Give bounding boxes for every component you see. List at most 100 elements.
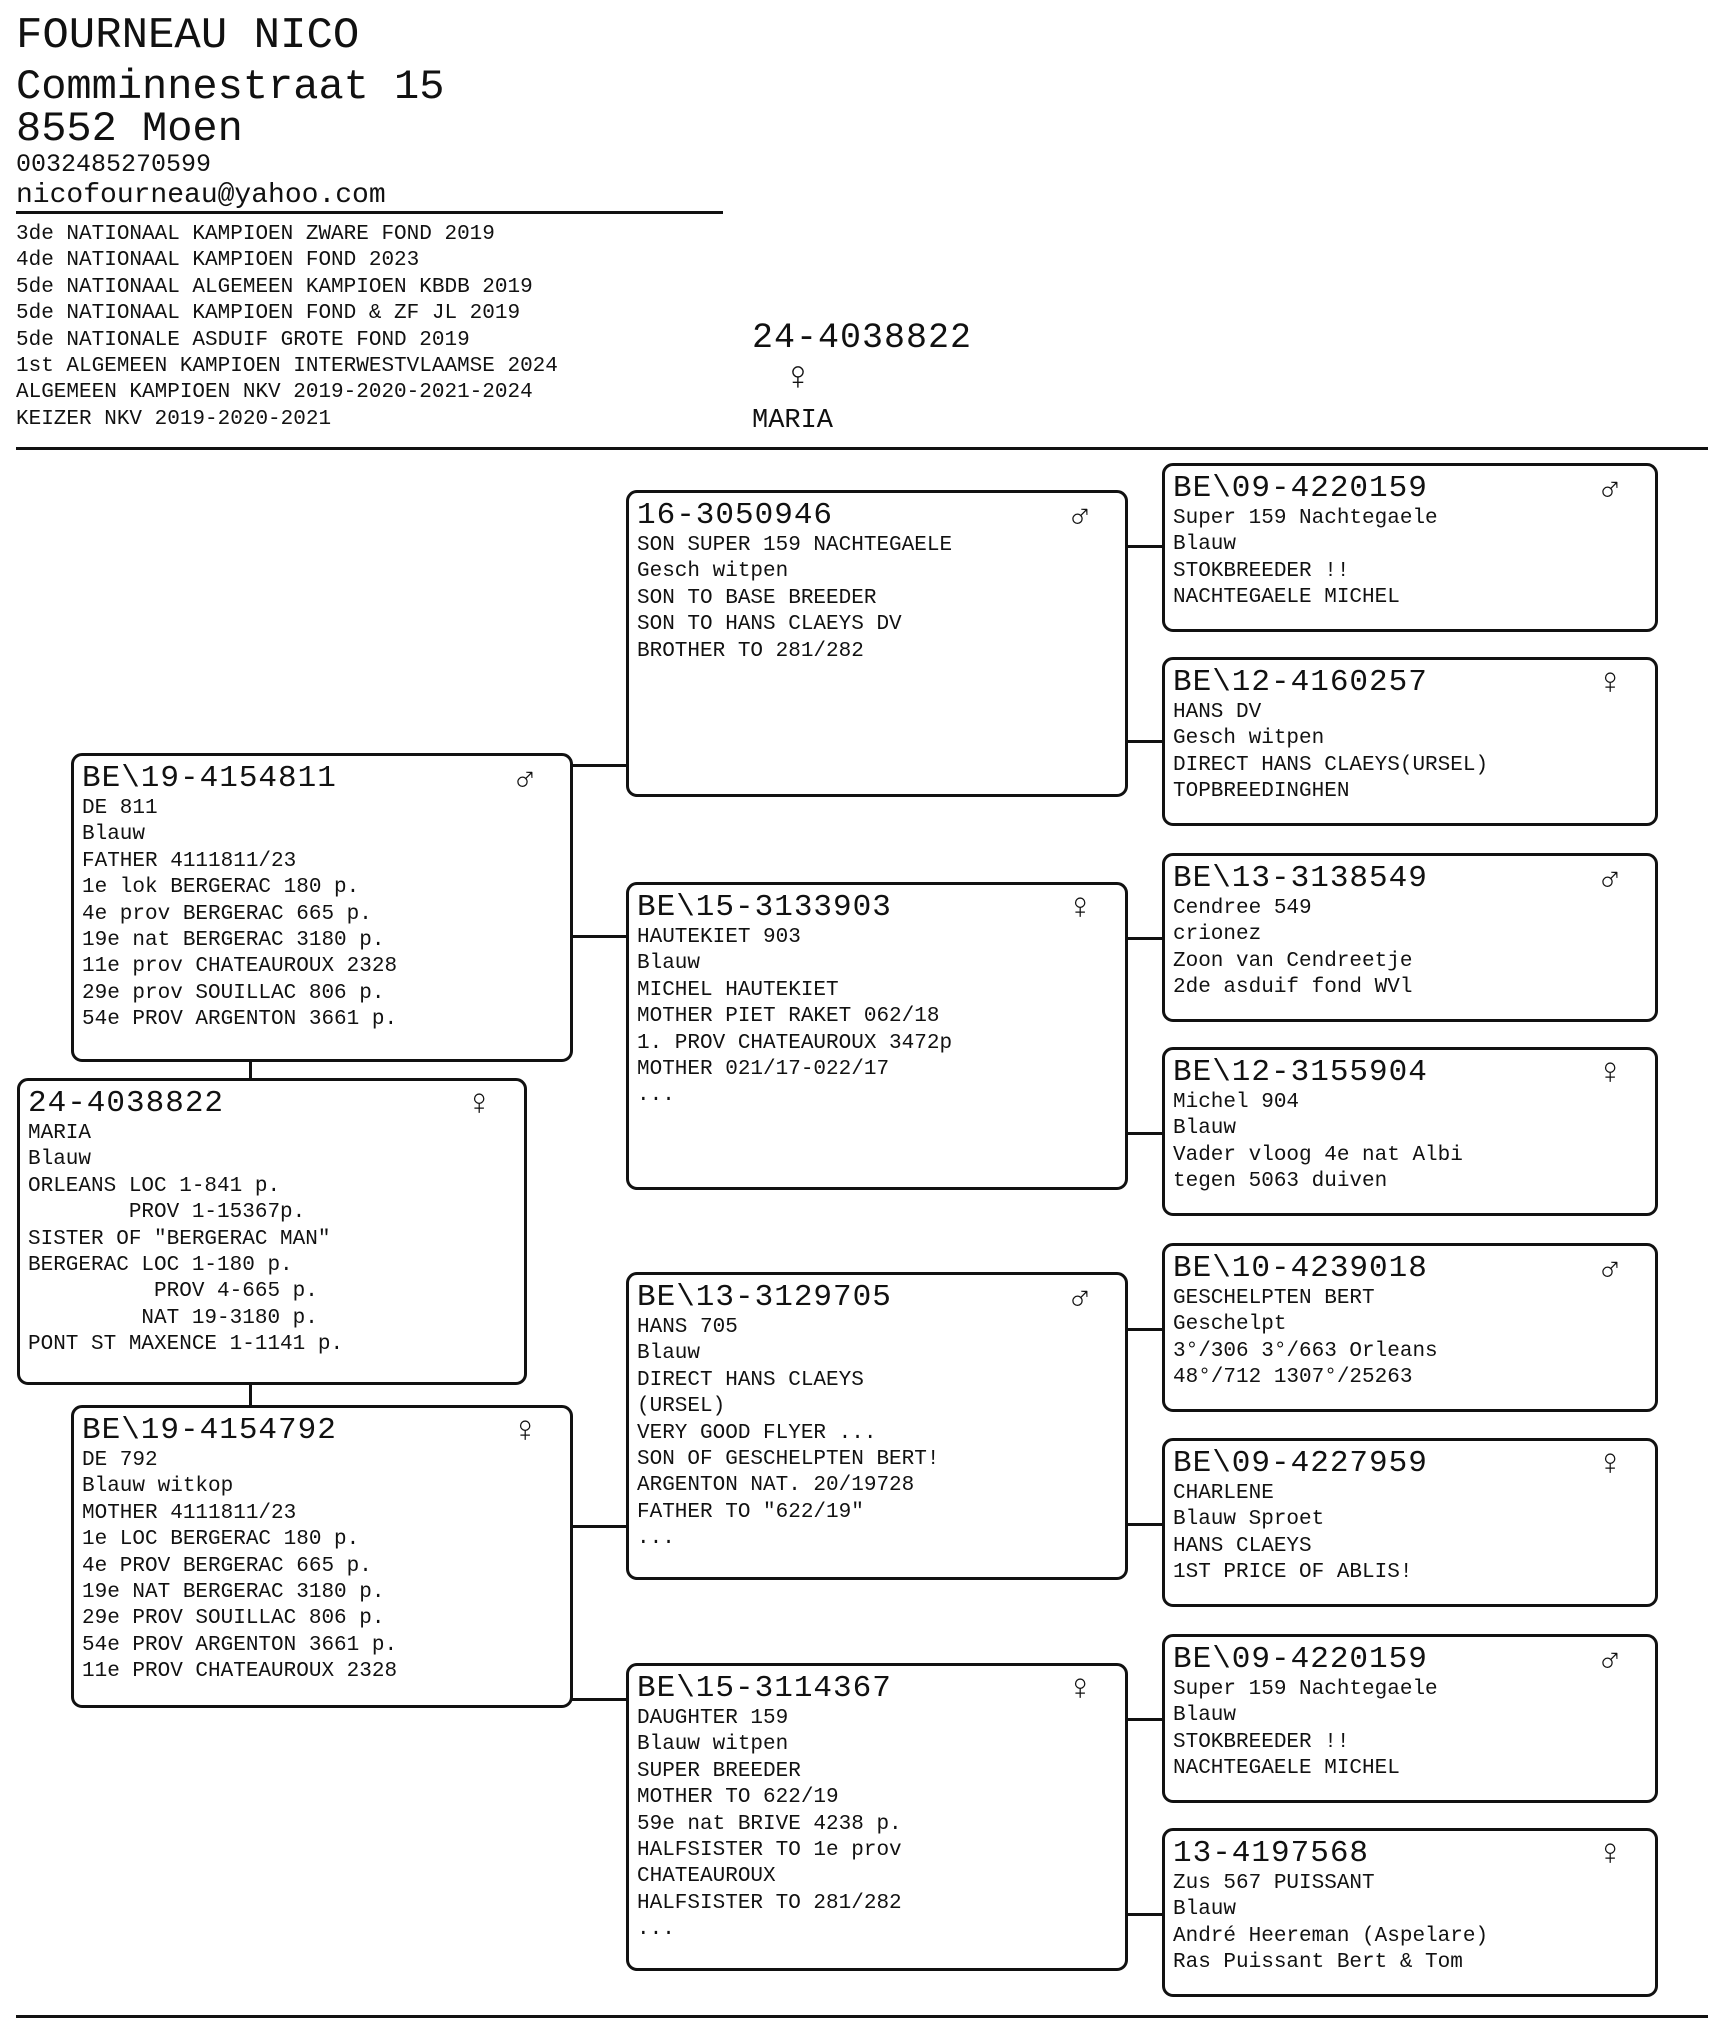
card-line: TOPBREEDINGHEN: [1173, 780, 1350, 804]
card-line: tegen 5063 duiven: [1173, 1170, 1388, 1194]
pedigree-card-subject[interactable]: 24-4038822 ♀ MARIA Blauw ORLEANS LOC 1-8…: [17, 1078, 527, 1385]
pedigree-card-great-grandparent[interactable]: 13-4197568 ♀ Zus 567 PUISSANT Blauw Andr…: [1162, 1828, 1658, 1997]
card-line: 1. PROV CHATEAUROUX 3472p: [637, 1031, 953, 1055]
card-line: Ras Puissant Bert & Tom: [1173, 1951, 1463, 1975]
card-line: Blauw: [28, 1148, 92, 1172]
card-line: FATHER TO "622/19": [637, 1500, 864, 1524]
male-symbol-icon: ♂: [514, 759, 536, 800]
connector-line: [1126, 740, 1164, 743]
card-line: Blauw: [1173, 1898, 1237, 1922]
pedigree-card-sire-dam[interactable]: BE\15-3133903 ♀ HAUTEKIET 903 Blauw MICH…: [626, 882, 1128, 1190]
pedigree-card-great-grandparent[interactable]: BE\09-4220159 ♂ Super 159 Nachtegaele Bl…: [1162, 1634, 1658, 1803]
connector-line: [570, 1525, 626, 1528]
ring-number: BE\12-3155904: [1173, 1055, 1428, 1090]
card-line: CHARLENE: [1173, 1482, 1274, 1505]
card-line: GESCHELPTEN BERT: [1173, 1287, 1375, 1310]
card-line: Zoon van Cendreetje: [1173, 949, 1413, 973]
card-line: DE 792: [82, 1449, 158, 1472]
connector-line: [1126, 545, 1164, 548]
card-line: DIRECT HANS CLAEYS: [637, 1368, 864, 1392]
ring-number: BE\13-3129705: [637, 1280, 892, 1315]
connector-line: [570, 1698, 626, 1701]
card-line: PONT ST MAXENCE 1-1141 p.: [28, 1333, 344, 1357]
ring-number: 16-3050946: [637, 498, 834, 533]
pedigree-card-great-grandparent[interactable]: BE\10-4239018 ♂ GESCHELPTEN BERT Geschel…: [1162, 1243, 1658, 1412]
card-line: NAT 19-3180 p.: [28, 1306, 318, 1330]
card-line: DE 811: [82, 797, 158, 820]
connector-line: [1126, 1132, 1164, 1135]
owner-street: Comminnestraat 15: [16, 63, 445, 111]
card-line: HANS CLAEYS: [1173, 1534, 1312, 1558]
card-line: 54e PROV ARGENTON 3661 p.: [82, 1008, 398, 1032]
female-symbol-icon: ♀: [1599, 663, 1621, 704]
male-symbol-icon: ♂: [1599, 469, 1621, 510]
card-line: 4e PROV BERGERAC 665 p.: [82, 1554, 372, 1578]
owner-email: nicofourneau@yahoo.com: [16, 180, 386, 211]
card-line: 1ST PRICE OF ABLIS!: [1173, 1561, 1413, 1585]
pedigree-card-dam[interactable]: BE\19-4154792 ♀ DE 792 Blauw witkop MOTH…: [71, 1405, 573, 1708]
card-line: MOTHER PIET RAKET 062/18: [637, 1005, 940, 1029]
card-line: Super 159 Nachtegaele: [1173, 1678, 1438, 1701]
card-line: STOKBREEDER !!: [1173, 1730, 1350, 1754]
card-line: Geschelpt: [1173, 1313, 1287, 1337]
card-line: MOTHER 021/17-022/17: [637, 1058, 890, 1082]
achievement: 3de NATIONAAL KAMPIOEN ZWARE FOND 2019: [16, 223, 495, 246]
card-line: 11e prov CHATEAUROUX 2328: [82, 955, 398, 979]
achievements-list: 3de NATIONAAL KAMPIOEN ZWARE FOND 2019 4…: [16, 222, 558, 433]
pedigree-card-great-grandparent[interactable]: BE\13-3138549 ♂ Cendree 549 crionez Zoon…: [1162, 853, 1658, 1022]
card-line: DAUGHTER 159: [637, 1707, 789, 1730]
ring-number: BE\19-4154811: [82, 761, 337, 796]
card-line: Blauw: [637, 1342, 701, 1366]
card-line: Blauw witpen: [637, 1733, 789, 1757]
card-line: SUPER BREEDER: [637, 1759, 801, 1783]
male-symbol-icon: ♂: [1599, 859, 1621, 900]
achievement: ALGEMEEN KAMPIOEN NKV 2019-2020-2021-202…: [16, 381, 533, 405]
owner-phone: 0032485270599: [16, 150, 212, 179]
card-line: 29e PROV SOUILLAC 806 p.: [82, 1607, 385, 1631]
card-line: SON TO BASE BREEDER: [637, 586, 877, 610]
male-symbol-icon: ♂: [1069, 496, 1091, 537]
card-line: MARIA: [28, 1122, 92, 1145]
card-line: PROV 1-15367p.: [28, 1201, 306, 1225]
pedigree-card-dam-dam[interactable]: BE\15-3114367 ♀ DAUGHTER 159 Blauw witpe…: [626, 1663, 1128, 1971]
card-line: NACHTEGAELE MICHEL: [1173, 586, 1400, 610]
card-line: SON TO HANS CLAEYS DV: [637, 613, 902, 637]
card-line: 11e PROV CHATEAUROUX 2328: [82, 1660, 398, 1684]
card-line: CHATEAUROUX: [637, 1865, 776, 1889]
male-symbol-icon: ♂: [1069, 1278, 1091, 1319]
connector-line: [1126, 937, 1164, 940]
card-line: Zus 567 PUISSANT: [1173, 1872, 1375, 1895]
pedigree-card-dam-sire[interactable]: BE\13-3129705 ♂ HANS 705 Blauw DIRECT HA…: [626, 1272, 1128, 1580]
card-line: Blauw: [1173, 1704, 1237, 1728]
pedigree-card-great-grandparent[interactable]: BE\12-3155904 ♀ Michel 904 Blauw Vader v…: [1162, 1047, 1658, 1216]
card-line: BROTHER TO 281/282: [637, 639, 864, 663]
card-line: 1e LOC BERGERAC 180 p.: [82, 1528, 360, 1552]
pedigree-card-great-grandparent[interactable]: BE\12-4160257 ♀ HANS DV Gesch witpen DIR…: [1162, 657, 1658, 826]
card-line: PROV 4-665 p.: [28, 1280, 318, 1304]
card-line: crionez: [1173, 923, 1262, 947]
footer-divider: [16, 2015, 1708, 2018]
male-symbol-icon: ♂: [1599, 1640, 1621, 1681]
card-line: ORLEANS LOC 1-841 p.: [28, 1174, 281, 1198]
pedigree-card-great-grandparent[interactable]: BE\09-4220159 ♂ Super 159 Nachtegaele Bl…: [1162, 463, 1658, 632]
ring-number: BE\09-4227959: [1173, 1446, 1428, 1481]
connector-line: [1126, 1328, 1164, 1331]
female-symbol-icon: ♀: [468, 1084, 490, 1125]
card-line: 59e nat BRIVE 4238 p.: [637, 1812, 902, 1836]
subject-name: MARIA: [752, 406, 834, 436]
female-symbol-icon: ♀: [514, 1411, 536, 1452]
ring-number: 24-4038822: [28, 1086, 225, 1121]
card-line: HAUTEKIET 903: [637, 926, 801, 949]
ring-number: BE\12-4160257: [1173, 665, 1428, 700]
pedigree-card-sire[interactable]: BE\19-4154811 ♂ DE 811 Blauw FATHER 4111…: [71, 753, 573, 1062]
card-line: Blauw witkop: [82, 1475, 234, 1499]
card-line: ...: [637, 1084, 675, 1108]
achievement: 5de NATIONAAL ALGEMEEN KAMPIOEN KBDB 201…: [16, 275, 533, 299]
card-line: STOKBREEDER !!: [1173, 559, 1350, 583]
pedigree-card-great-grandparent[interactable]: BE\09-4227959 ♀ CHARLENE Blauw Sproet HA…: [1162, 1438, 1658, 1607]
card-line: 4e prov BERGERAC 665 p.: [82, 902, 372, 926]
card-line: 1e lok BERGERAC 180 p.: [82, 876, 360, 900]
pedigree-card-sire-sire[interactable]: 16-3050946 ♂ SON SUPER 159 NACHTEGAELE G…: [626, 490, 1128, 797]
card-line: BERGERAC LOC 1-180 p.: [28, 1254, 293, 1278]
owner-name: FOURNEAU NICO: [16, 11, 360, 61]
